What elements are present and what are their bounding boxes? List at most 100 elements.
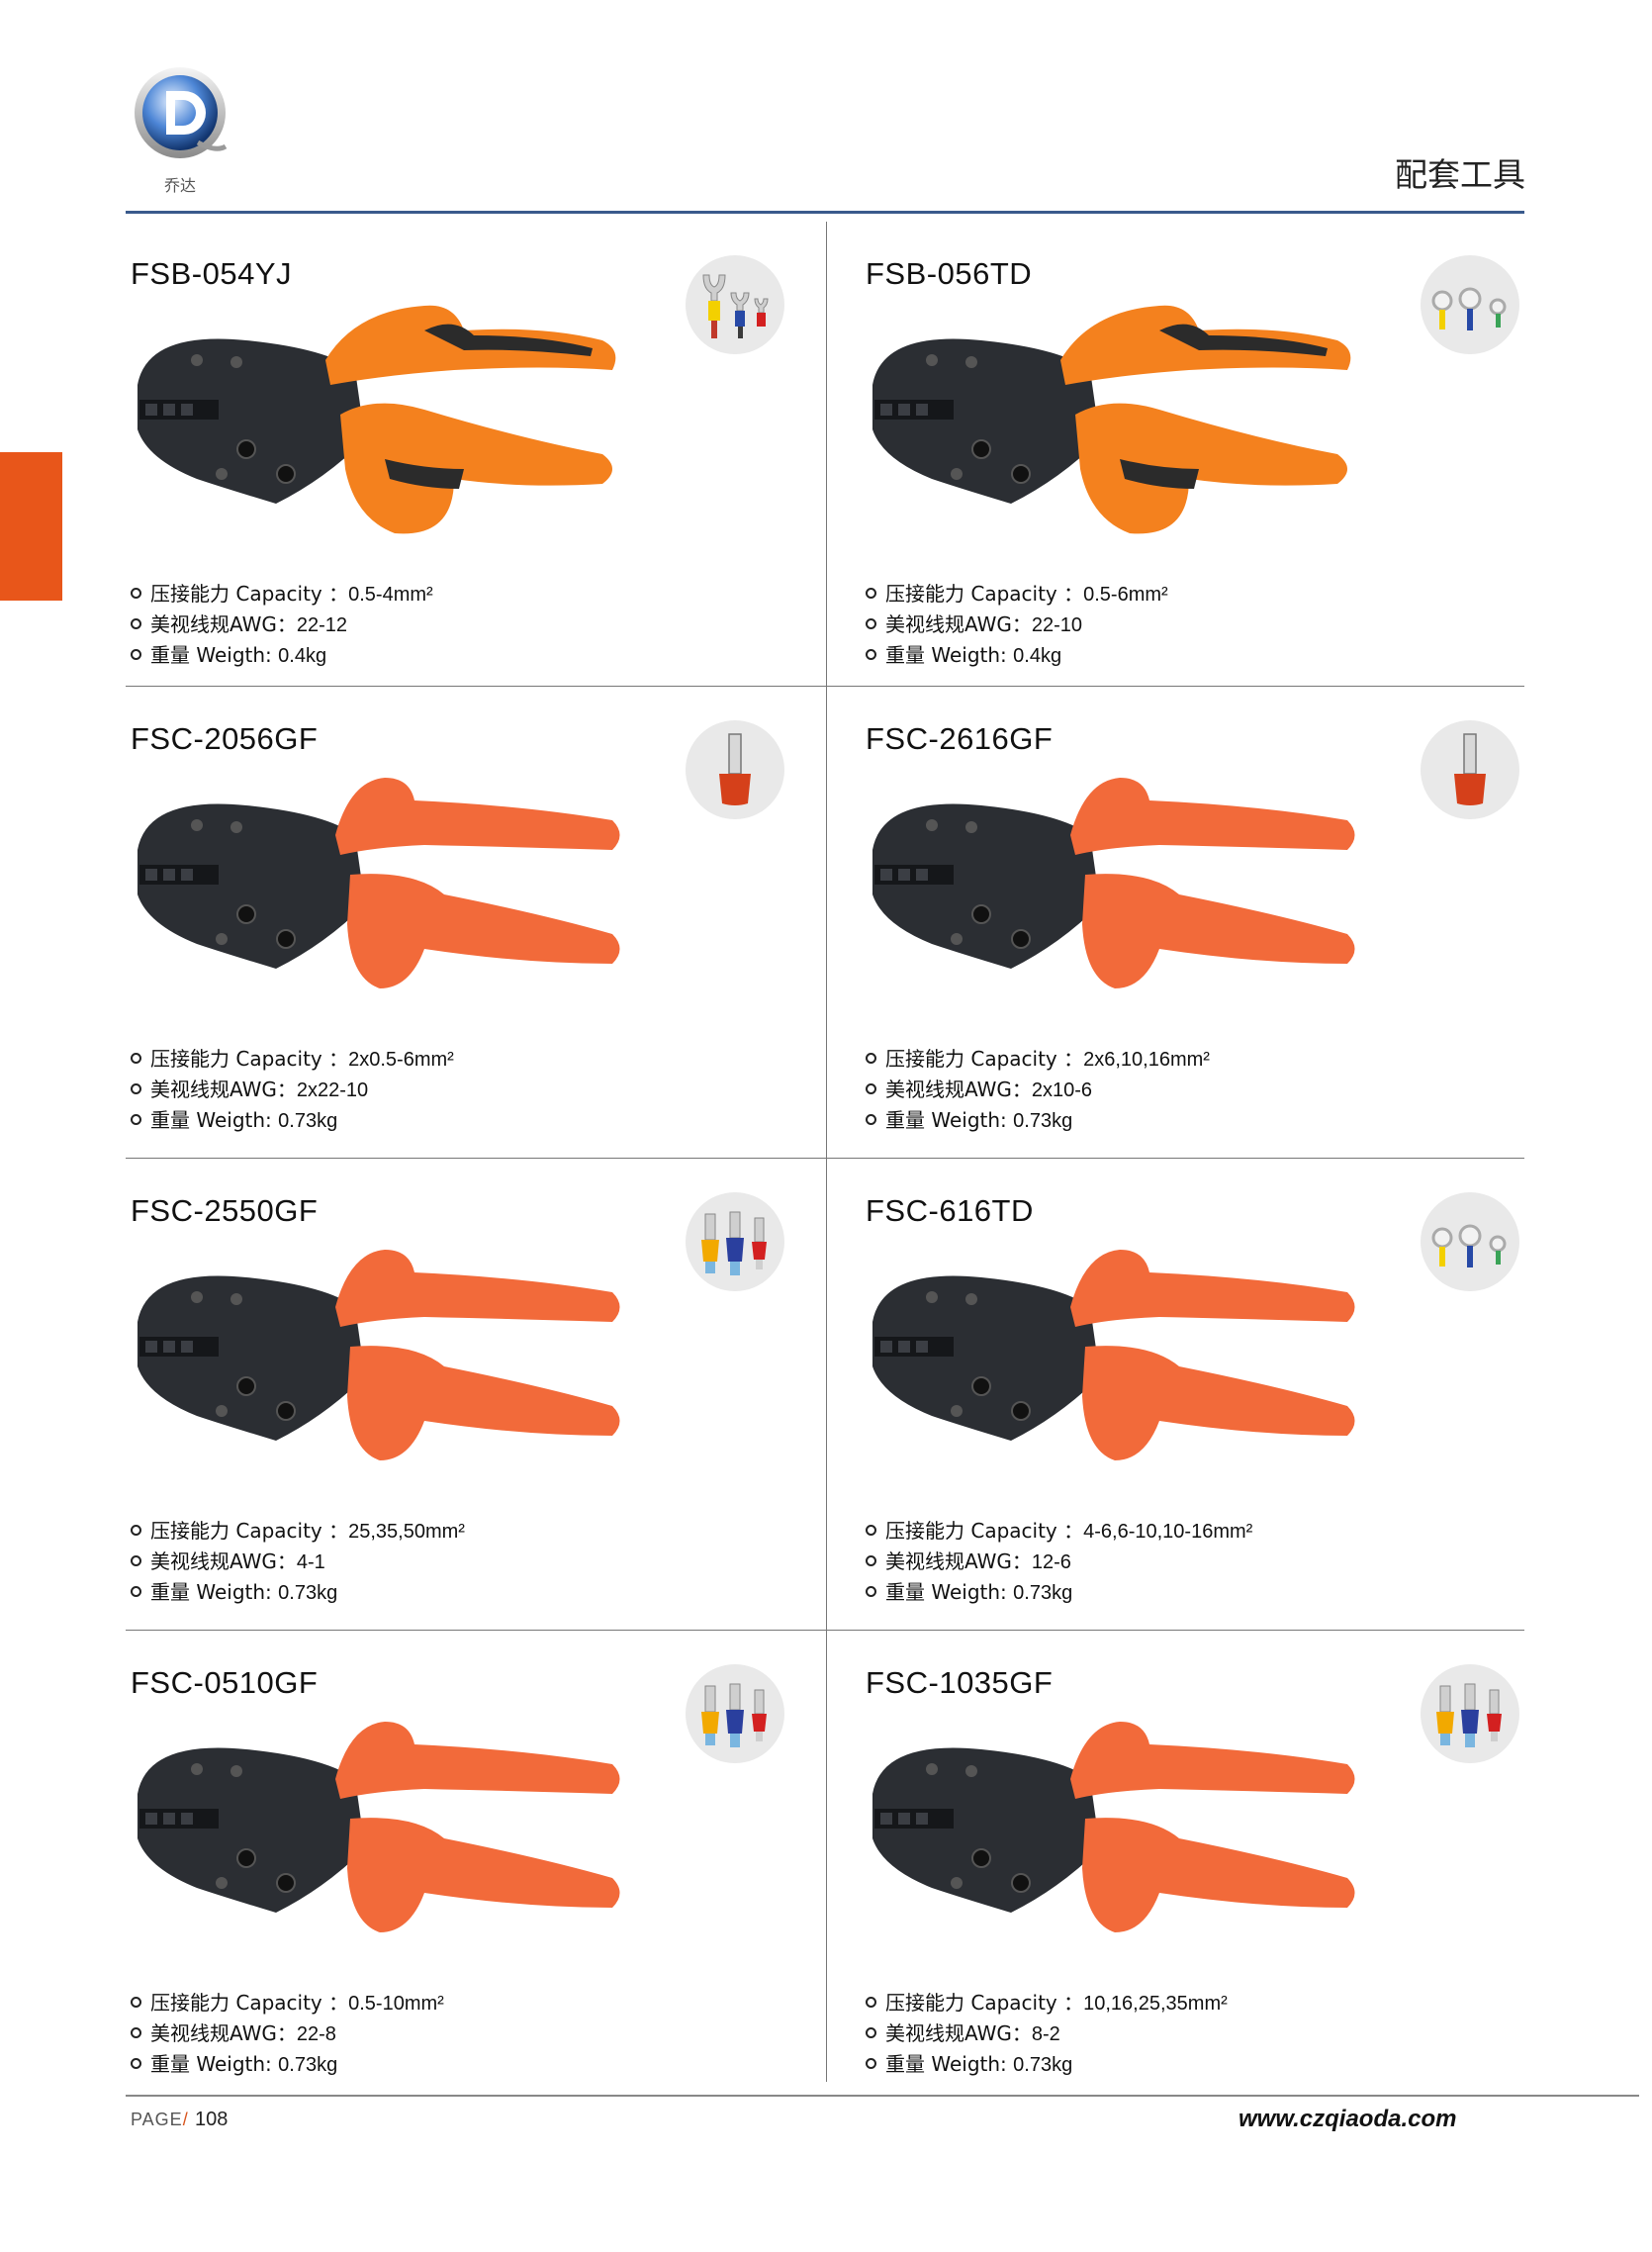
spec-awg: 美视线规AWG：2x10-6 — [866, 1075, 1210, 1105]
crimping-plier-image — [863, 756, 1456, 1013]
spec-awg: 美视线规AWG：2x22-10 — [131, 1075, 454, 1105]
column-divider — [826, 222, 827, 2082]
crimping-plier-image — [128, 1700, 721, 1957]
website-link[interactable]: www.czqiaoda.com — [1239, 2106, 1457, 2132]
product-model: FSC-0510GF — [131, 1665, 319, 1700]
header-rule — [126, 211, 1524, 214]
bullet-icon — [131, 1997, 141, 2008]
product-model: FSC-2616GF — [866, 721, 1054, 756]
bullet-icon — [866, 588, 876, 599]
bullet-icon — [866, 1555, 876, 1566]
crimping-plier-image — [128, 291, 721, 548]
product-model: FSB-054YJ — [131, 256, 293, 291]
spec-capacity: 压接能力 Capacity ：2x0.5-6mm² — [131, 1044, 454, 1075]
product-model: FSC-2056GF — [131, 721, 319, 756]
bullet-icon — [866, 649, 876, 660]
bullet-icon — [131, 2058, 141, 2069]
bullet-icon — [866, 618, 876, 629]
bullet-icon — [866, 1997, 876, 2008]
insulated-ferrules-icon — [686, 1664, 784, 1763]
bullet-icon — [131, 588, 141, 599]
page-label: PAGE/ — [131, 2110, 189, 2129]
spec-capacity: 压接能力 Capacity ：0.5-6mm² — [866, 579, 1168, 610]
spec-awg: 美视线规AWG：22-10 — [866, 610, 1168, 640]
spec-weight: 重量 Weigth: 0.73kg — [866, 1105, 1210, 1136]
insulated-ferrules-icon — [1421, 1664, 1519, 1763]
product-model: FSC-616TD — [866, 1193, 1034, 1228]
company-logo: 乔达 — [129, 61, 237, 200]
product-model: FSB-056TD — [866, 256, 1033, 291]
bullet-icon — [131, 2027, 141, 2038]
spec-awg: 美视线规AWG：4-1 — [131, 1547, 465, 1577]
spec-capacity: 压接能力 Capacity ：4-6,6-10,10-16mm² — [866, 1516, 1252, 1547]
spec-awg: 美视线规AWG：22-12 — [131, 610, 433, 640]
product-model: FSC-1035GF — [866, 1665, 1054, 1700]
ferrule-icon — [686, 720, 784, 819]
product-card: FSC-616TD 压接能力 Capacity ：4-6,6-10,10-16mm… — [861, 1159, 1553, 1624]
bullet-icon — [131, 618, 141, 629]
bullet-icon — [866, 1525, 876, 1536]
crimping-plier-image — [863, 1700, 1456, 1957]
crimping-plier-image — [128, 1228, 721, 1485]
footer-rule — [126, 2095, 1639, 2097]
insulated-ferrules-icon — [686, 1192, 784, 1291]
spec-weight: 重量 Weigth: 0.73kg — [131, 1105, 454, 1136]
row-divider — [126, 1630, 1524, 1631]
page-title: 配套工具 — [1395, 155, 1525, 194]
ring-terminal-icon — [1421, 255, 1519, 354]
bullet-icon — [131, 1555, 141, 1566]
crimping-plier-image — [128, 756, 721, 1013]
ring-terminal-icon — [1421, 1192, 1519, 1291]
bullet-icon — [131, 1586, 141, 1597]
crimping-plier-image — [863, 1228, 1456, 1485]
bullet-icon — [866, 1114, 876, 1125]
bullet-icon — [131, 1083, 141, 1094]
spec-weight: 重量 Weigth: 0.73kg — [131, 2049, 444, 2080]
spec-awg: 美视线规AWG：12-6 — [866, 1547, 1252, 1577]
row-divider — [126, 686, 1524, 687]
bullet-icon — [131, 1053, 141, 1064]
spec-weight: 重量 Weigth: 0.73kg — [866, 1577, 1252, 1608]
spec-weight: 重量 Weigth: 0.4kg — [131, 640, 433, 671]
spec-weight: 重量 Weigth: 0.73kg — [131, 1577, 465, 1608]
spec-capacity: 压接能力 Capacity ：25,35,50mm² — [131, 1516, 465, 1547]
section-side-tab — [0, 452, 62, 601]
crimping-plier-image — [863, 291, 1456, 548]
spec-awg: 美视线规AWG：22-8 — [131, 2018, 444, 2049]
bullet-icon — [131, 1525, 141, 1536]
spec-capacity: 压接能力 Capacity ：10,16,25,35mm² — [866, 1988, 1228, 2018]
spec-capacity: 压接能力 Capacity ：0.5-4mm² — [131, 579, 433, 610]
ferrule-icon — [1421, 720, 1519, 819]
spec-capacity: 压接能力 Capacity ：2x6,10,16mm² — [866, 1044, 1210, 1075]
bullet-icon — [131, 649, 141, 660]
bullet-icon — [866, 1586, 876, 1597]
bullet-icon — [866, 2058, 876, 2069]
bullet-icon — [131, 1114, 141, 1125]
spec-capacity: 压接能力 Capacity ：0.5-10mm² — [131, 1988, 444, 2018]
logo-text: 乔达 — [164, 176, 197, 195]
product-model: FSC-2550GF — [131, 1193, 319, 1228]
page-number: 108 — [195, 2109, 229, 2130]
bullet-icon — [866, 1083, 876, 1094]
bullet-icon — [866, 2027, 876, 2038]
bullet-icon — [866, 1053, 876, 1064]
fork-terminal-icon — [686, 255, 784, 354]
row-divider — [126, 1158, 1524, 1159]
spec-weight: 重量 Weigth: 0.73kg — [866, 2049, 1228, 2080]
spec-weight: 重量 Weigth: 0.4kg — [866, 640, 1168, 671]
